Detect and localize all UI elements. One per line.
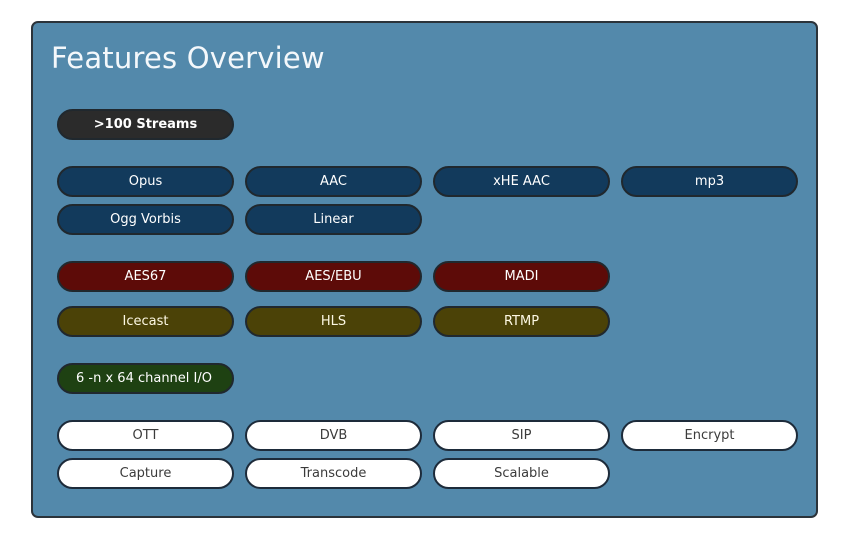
feature-pill-100-streams[interactable]: >100 Streams [57,109,234,140]
pill-row: AES67 AES/EBU MADI [57,261,802,292]
feature-pill-scalable[interactable]: Scalable [433,458,610,489]
feature-pill-linear[interactable]: Linear [245,204,422,235]
pill-group-streams: >100 Streams [57,109,802,140]
feature-pill-6-n-x-64-channel-i-o[interactable]: 6 -n x 64 channel I/O [57,363,234,394]
page-title: Features Overview [51,41,325,75]
feature-pill-dvb[interactable]: DVB [245,420,422,451]
pill-group-streaming-protocols: Icecast HLS RTMP [57,306,802,337]
feature-pill-ogg-vorbis[interactable]: Ogg Vorbis [57,204,234,235]
feature-pill-sip[interactable]: SIP [433,420,610,451]
pill-row: >100 Streams [57,109,802,140]
pill-row: Capture Transcode Scalable [57,458,802,489]
group-spacer [57,401,802,420]
pill-row: OTT DVB SIP Encrypt [57,420,802,451]
pill-row: Opus AAC xHE AAC mp3 [57,166,802,197]
feature-pill-rtmp[interactable]: RTMP [433,306,610,337]
pill-row: 6 -n x 64 channel I/O [57,363,802,394]
feature-pill-aes-ebu[interactable]: AES/EBU [245,261,422,292]
pill-group-channel-io: 6 -n x 64 channel I/O [57,363,802,394]
group-spacer [57,147,802,166]
group-spacer [57,299,802,306]
pill-group-audio-transport: AES67 AES/EBU MADI [57,261,802,292]
group-spacer [57,344,802,363]
feature-pill-encrypt[interactable]: Encrypt [621,420,798,451]
feature-pill-transcode[interactable]: Transcode [245,458,422,489]
feature-pill-xhe-aac[interactable]: xHE AAC [433,166,610,197]
feature-pill-ott[interactable]: OTT [57,420,234,451]
pill-row: Ogg Vorbis Linear [57,204,802,235]
feature-pill-aac[interactable]: AAC [245,166,422,197]
feature-pill-icecast[interactable]: Icecast [57,306,234,337]
pill-row: Icecast HLS RTMP [57,306,802,337]
feature-pill-madi[interactable]: MADI [433,261,610,292]
feature-pill-opus[interactable]: Opus [57,166,234,197]
feature-pill-aes67[interactable]: AES67 [57,261,234,292]
feature-pill-hls[interactable]: HLS [245,306,422,337]
feature-pill-mp3[interactable]: mp3 [621,166,798,197]
feature-pill-capture[interactable]: Capture [57,458,234,489]
group-spacer [57,242,802,261]
